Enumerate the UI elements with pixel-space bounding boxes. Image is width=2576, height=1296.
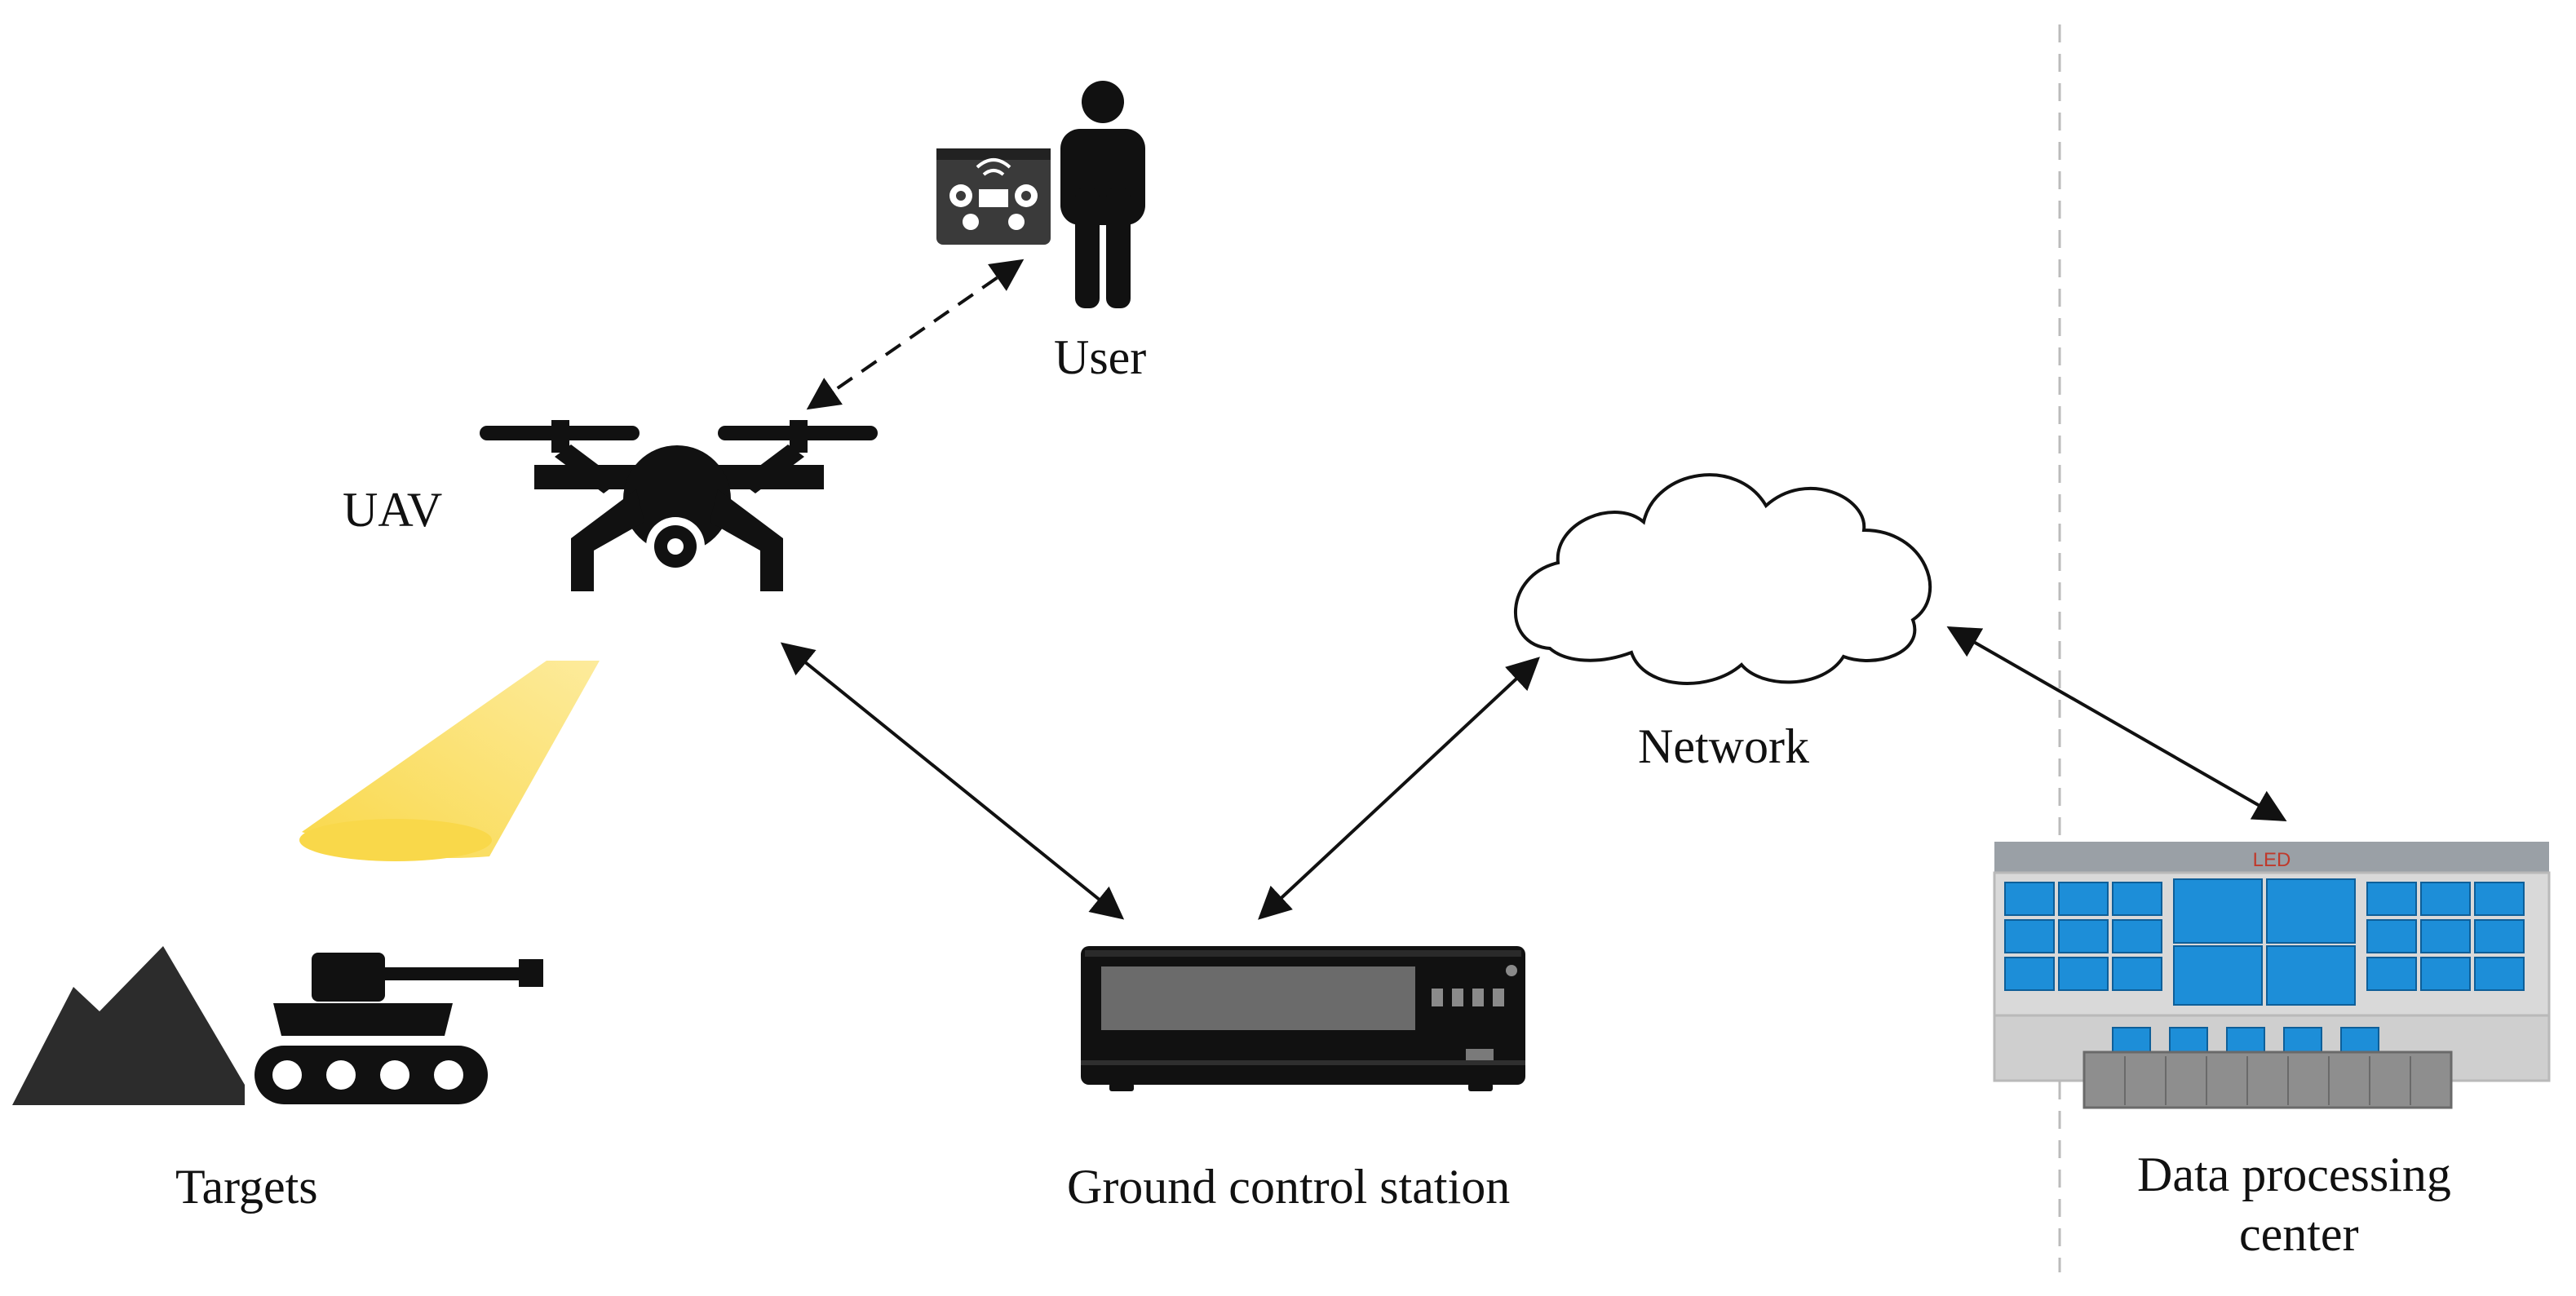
building-led-sign: LED [2253,849,2291,871]
link-gcs-network [1258,657,1540,920]
building-icon: LED [1993,842,2551,1109]
network-label: Network [1638,719,1809,773]
sensor-beam [299,661,600,861]
dpc-label-line2: center [2239,1207,2359,1261]
link-user-uav [806,259,1025,410]
drone-icon [480,420,878,591]
user-label: User [1054,330,1147,384]
cloud-icon [1513,473,1932,685]
dpc-label-line1: Data processing [2137,1148,2451,1201]
targets-label: Targets [175,1160,318,1214]
link-uav-gcs [780,642,1125,920]
mountain-icon [12,946,245,1105]
person-icon [1060,81,1145,308]
link-network-dpc [1946,626,2287,821]
gcs-label: Ground control station [1067,1160,1511,1214]
server-box-icon [1081,946,1525,1091]
uav-label: UAV [343,483,443,537]
remote-controller-icon [936,148,1051,245]
tank-icon [255,953,543,1104]
